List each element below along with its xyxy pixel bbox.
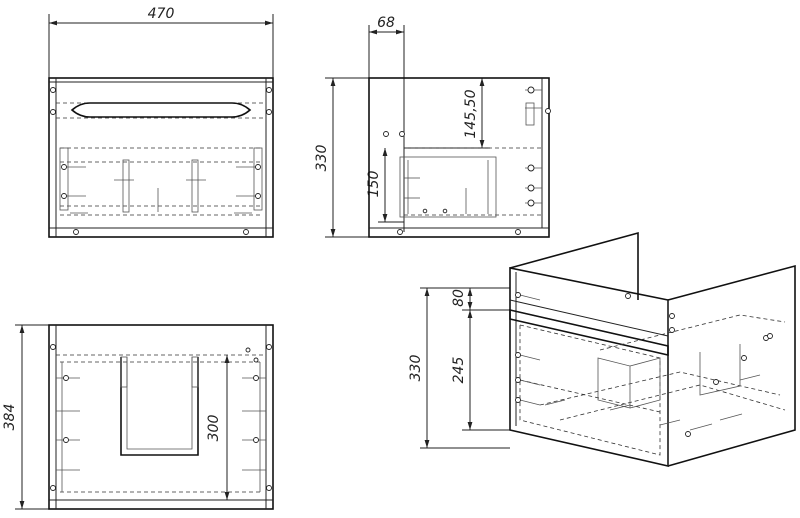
dim-side-height: 330 [314,145,330,172]
dim-top-depth: 384 [2,404,18,431]
dim-side-depth: 68 [377,15,395,31]
dim-iso-height: 330 [408,355,424,382]
dim-side-lower: 150 [366,171,382,198]
top-view: 384 300 [2,324,274,510]
dim-side-upper: 145,50 [463,89,479,138]
dim-front-width: 470 [148,6,175,22]
dim-iso-lower: 245 [451,357,467,384]
isometric-view: 330 80 245 [408,231,796,468]
front-view: 470 [48,6,274,238]
side-view: 68 330 145,50 150 [314,15,551,238]
dim-top-inner: 300 [206,415,222,442]
dim-iso-upper: 80 [451,289,467,307]
